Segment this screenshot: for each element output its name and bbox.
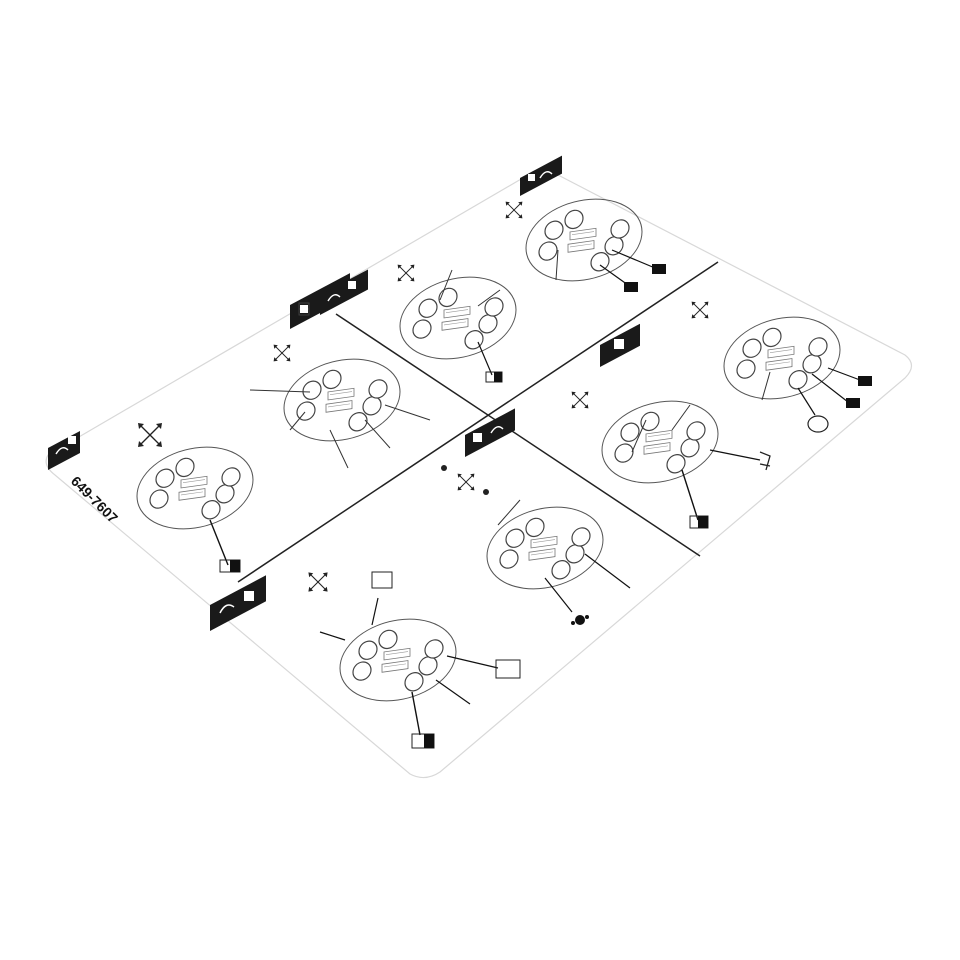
chair-icon [298,302,310,316]
panel-bottom-left [210,408,631,749]
panel-badge [320,269,368,315]
panel-badge [600,323,640,367]
panel-badge [520,155,562,196]
card-outline [45,171,913,779]
panel-badge [465,408,515,457]
divider-horizontal [237,261,719,583]
splash-icon [571,615,589,625]
divider-vertical [335,313,701,557]
chair-side-icon [759,451,771,471]
panel-bottom-right [571,301,872,529]
corner-badge [48,430,80,470]
flower-icon [441,465,447,471]
panel-badge [210,575,266,631]
flower-icon [483,489,489,495]
timer-icon [807,415,829,433]
panel-top-right [320,155,666,383]
